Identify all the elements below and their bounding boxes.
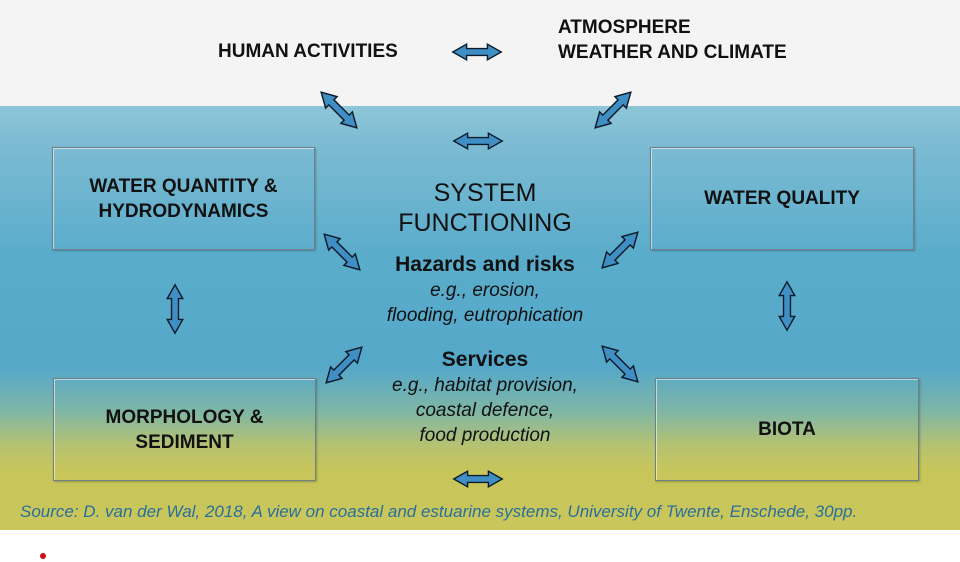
hazards-example-line1: e.g., erosion,: [430, 280, 540, 301]
water-sediment-band: [0, 106, 960, 530]
system-line2: FUNCTIONING: [398, 209, 572, 237]
water-quality-box: WATER QUALITY: [650, 147, 914, 250]
services-example-line2: coastal defence,: [415, 400, 555, 421]
hazards-example-line2: flooding, eutrophication: [386, 305, 584, 326]
morphology-line2: SEDIMENT: [135, 431, 234, 453]
morphology-box: MORPHOLOGY & SEDIMENT: [53, 378, 316, 481]
services-example-line3: food production: [419, 425, 551, 446]
water-quantity-box: WATER QUANTITY & HYDRODYNAMICS: [52, 147, 315, 250]
morphology-line1: MORPHOLOGY &: [105, 406, 264, 428]
water-quantity-line2: HYDRODYNAMICS: [98, 200, 269, 222]
services-block: Services e.g., habitat provision, coasta…: [360, 347, 610, 448]
services-title: Services: [441, 348, 529, 371]
atmosphere-label: ATMOSPHERE WEATHER AND CLIMATE: [558, 15, 787, 65]
system-line1: SYSTEM: [433, 179, 537, 207]
human-activities-label: HUMAN ACTIVITIES: [218, 41, 398, 62]
bullet-dot: [40, 553, 46, 559]
biota-box: BIOTA: [655, 378, 919, 481]
hazards-block: Hazards and risks e.g., erosion, floodin…: [360, 252, 610, 328]
system-functioning-title: SYSTEM FUNCTIONING: [380, 178, 590, 238]
water-quality-label: WATER QUALITY: [704, 188, 860, 209]
services-example-line1: e.g., habitat provision,: [392, 375, 578, 396]
footer-band: [0, 530, 960, 562]
atmosphere-line1: ATMOSPHERE: [558, 17, 691, 38]
source-citation: Source: D. van der Wal, 2018, A view on …: [20, 502, 858, 521]
atmosphere-line2: WEATHER AND CLIMATE: [558, 42, 787, 63]
hazards-title: Hazards and risks: [395, 253, 575, 276]
water-quantity-line1: WATER QUANTITY &: [89, 175, 278, 197]
biota-label: BIOTA: [758, 419, 816, 440]
